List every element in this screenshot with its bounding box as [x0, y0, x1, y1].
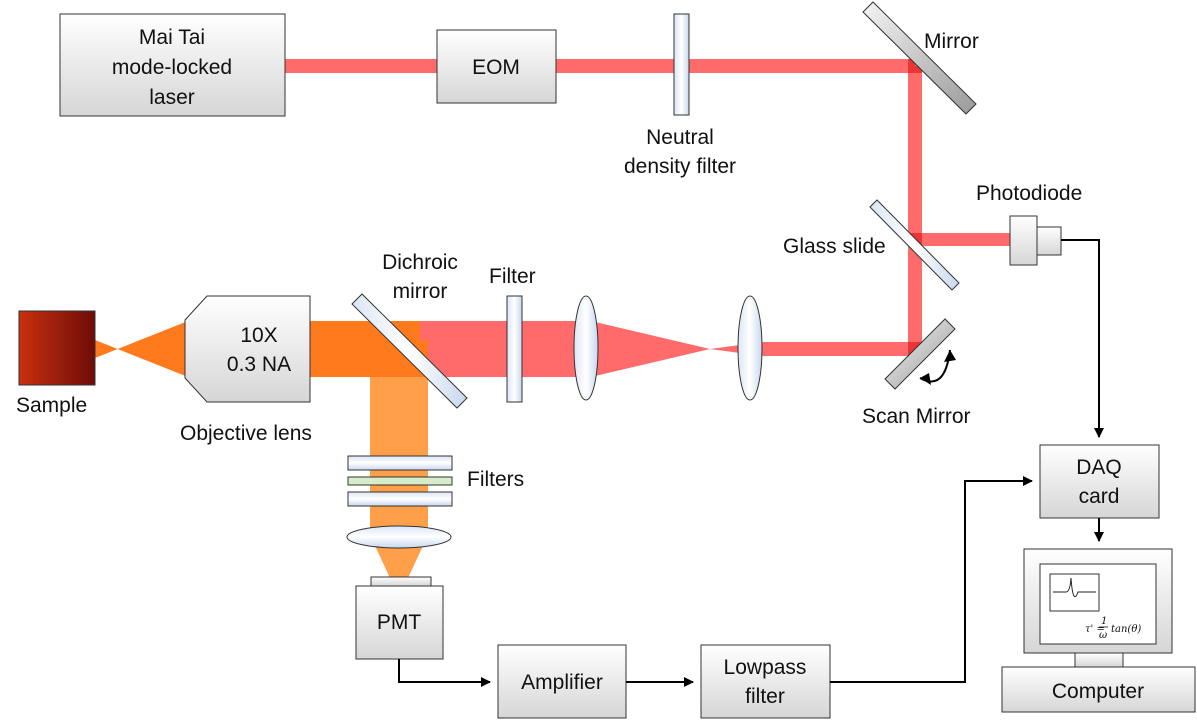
formula-rhs: tan(θ)	[1111, 624, 1141, 635]
sample-label: Sample	[16, 394, 87, 417]
dichroic-label-line1: Dichroic	[382, 251, 458, 274]
formula-den: ω	[1099, 630, 1107, 641]
daq-box: DAQ card	[1039, 444, 1160, 519]
lens-right	[737, 295, 763, 401]
filters-label: Filters	[467, 468, 524, 491]
scan-mirror-label: Scan Mirror	[862, 405, 971, 428]
pmt: PMT	[355, 576, 444, 660]
top-mirror: Mirror	[862, 1, 979, 115]
laser-label-line3: laser	[149, 86, 195, 109]
filter-label: Filter	[489, 265, 536, 288]
amplifier-label: Amplifier	[521, 671, 603, 694]
eom-label: EOM	[472, 56, 520, 79]
computer-label: Computer	[1052, 680, 1144, 703]
dichroic-label-line2: mirror	[393, 280, 448, 303]
pmt-label: PMT	[377, 611, 422, 634]
formula-lhs: τ' =	[1085, 624, 1105, 635]
objective-label-line2: 0.3 NA	[227, 353, 291, 376]
nd-filter: Neutral density filter	[624, 13, 736, 178]
laser-label-line1: Mai Tai	[139, 26, 205, 49]
laser-box: Mai Tai mode-locked laser	[59, 13, 286, 117]
nd-filter-label-line1: Neutral	[646, 126, 714, 149]
photodiode: Photodiode	[976, 182, 1082, 266]
daq-label-line1: DAQ	[1076, 456, 1122, 479]
glass-slide-label: Glass slide	[783, 235, 886, 258]
scan-mirror: Scan Mirror	[862, 318, 971, 428]
filters-stack: Filters	[347, 455, 524, 507]
eom-box: EOM	[436, 29, 557, 104]
lowpass-box: Lowpass filter	[700, 644, 831, 719]
dichroic-mirror: Dichroic mirror	[351, 251, 468, 409]
lowpass-label-line2: filter	[745, 685, 785, 708]
sample: Sample	[16, 310, 96, 417]
lowpass-label-line1: Lowpass	[724, 656, 807, 679]
daq-label-line2: card	[1079, 485, 1120, 508]
filter-main: Filter	[489, 265, 536, 403]
glass-slide: Glass slide	[783, 199, 960, 291]
objective-label-line1: 10X	[240, 324, 277, 347]
nd-filter-label-line2: density filter	[624, 155, 736, 178]
laser-label-line2: mode-locked	[112, 56, 232, 79]
objective-lens: 10X 0.3 NA Objective lens	[180, 295, 312, 445]
emission-lens	[346, 525, 452, 549]
photodiode-label: Photodiode	[976, 182, 1082, 205]
formula-num: 1	[1101, 616, 1107, 627]
mirror-label: Mirror	[924, 30, 979, 53]
objective-caption: Objective lens	[180, 422, 312, 445]
amplifier-box: Amplifier	[497, 644, 627, 719]
signal-wires	[398, 239, 1104, 687]
lens-left	[573, 295, 599, 401]
computer: τ' = 1 ω tan(θ) Computer	[1001, 548, 1196, 713]
